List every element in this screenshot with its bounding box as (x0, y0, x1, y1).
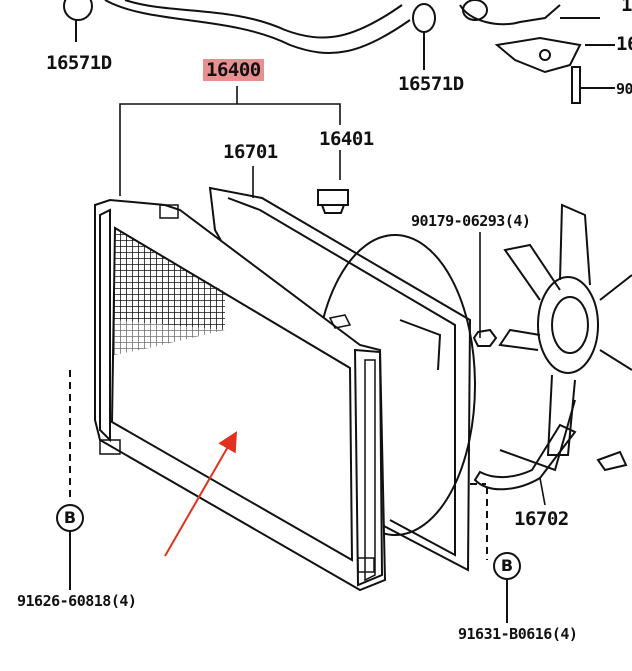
label-bolt-left[interactable]: 91626-60818(4) (17, 592, 137, 610)
hose-clamp-left (63, 0, 93, 42)
label-clipped-top-right: 1 (621, 0, 632, 16)
marker-b-left: B (56, 504, 84, 532)
lower-shroud (473, 423, 577, 491)
radiator (94, 198, 387, 592)
small-bolt (571, 66, 615, 104)
marker-b-right: B (493, 552, 521, 580)
label-radiator-cap[interactable]: 16401 (319, 128, 374, 150)
bolt-leaders (69, 530, 508, 623)
cooling-fan (498, 203, 632, 472)
radiator-cap (317, 189, 349, 214)
hose-clamp-right (412, 3, 436, 70)
label-hose-clamp-right[interactable]: 16571D (398, 73, 464, 95)
indicator-arrow (164, 431, 237, 557)
upper-hose (104, 0, 411, 54)
water-outlet (459, 0, 600, 26)
nut (472, 328, 498, 347)
label-bolt-right[interactable]: 91631-B0616(4) (458, 625, 578, 643)
label-clipped-small-right: 90 (616, 80, 632, 98)
bolt-paths (69, 370, 488, 560)
label-nut[interactable]: 90179-06293(4) (411, 212, 531, 230)
label-clipped-mid-right: 16 (616, 33, 632, 55)
label-radiator-assy[interactable]: 16400 (203, 59, 264, 81)
gasket (494, 36, 615, 74)
label-fan-shroud-lower[interactable]: 16702 (514, 508, 569, 530)
label-fan-shroud[interactable]: 16701 (223, 141, 278, 163)
label-hose-clamp-left[interactable]: 16571D (46, 52, 112, 74)
leader-lines (119, 86, 546, 506)
